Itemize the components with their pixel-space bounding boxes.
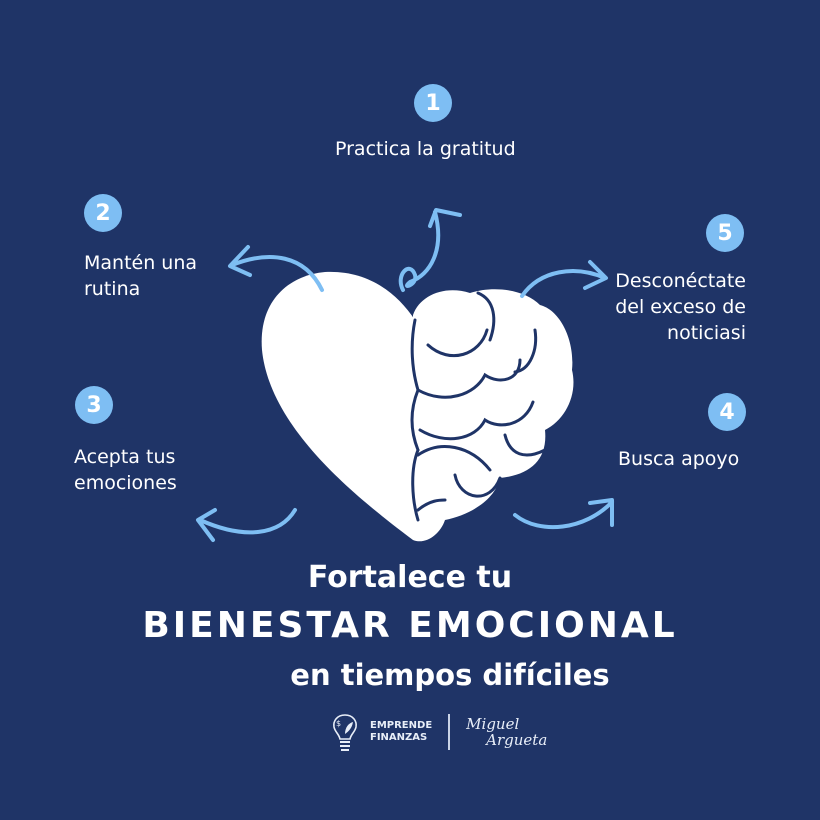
lightbulb-logo-icon: $ <box>333 714 357 751</box>
brain-icon <box>410 289 574 542</box>
tip-number: 5 <box>717 220 733 246</box>
signature-line: Argueta <box>486 731 548 749</box>
tip-5-number-badge: 5 <box>706 214 744 252</box>
footer-logos: $ EMPRENDE FINANZAS Miguel Argueta <box>330 712 547 752</box>
tip-2-number-badge: 2 <box>84 194 122 232</box>
arrow-right-top-icon <box>520 260 608 298</box>
tip-text-line: Mantén una <box>84 252 198 274</box>
tip-text-line: Desconéctate <box>615 270 746 292</box>
tip-number: 4 <box>719 399 735 425</box>
arrow-up-icon <box>398 208 462 292</box>
tip-2-label: Mantén una rutina <box>84 250 197 302</box>
tip-4-label: Busca apoyo <box>618 446 739 472</box>
brand-name: EMPRENDE FINANZAS <box>370 720 432 744</box>
tip-text-line: noticiasi <box>667 322 746 344</box>
arrow-left-top-icon <box>228 245 324 292</box>
arrow-right-bottom-icon <box>513 498 614 529</box>
tip-3-number-badge: 3 <box>75 386 113 424</box>
signature: Miguel Argueta <box>466 716 547 748</box>
tip-text-line: del exceso de <box>615 296 746 318</box>
brand-line: EMPRENDE <box>370 720 433 731</box>
title-line-3: en tiempos difíciles <box>290 658 610 692</box>
arrows <box>196 208 614 542</box>
divider <box>448 714 451 750</box>
tip-3-label: Acepta tus emociones <box>74 444 177 496</box>
tip-text: Busca apoyo <box>618 448 740 470</box>
tip-number: 2 <box>95 200 111 226</box>
tip-number: 1 <box>425 90 441 116</box>
signature-line: Miguel <box>466 715 520 733</box>
tip-number: 3 <box>86 392 102 418</box>
tip-1-label: Practica la gratitud <box>335 136 516 162</box>
arrow-left-bottom-icon <box>196 508 297 542</box>
brand-line: FINANZAS <box>370 732 428 743</box>
tip-text-line: rutina <box>84 278 141 300</box>
tip-4-number-badge: 4 <box>708 393 746 431</box>
tip-text-line: emociones <box>74 472 177 494</box>
svg-text:$: $ <box>336 719 341 728</box>
tip-5-label: Desconéctate del exceso de noticiasi <box>615 268 746 346</box>
tip-text: Practica la gratitud <box>335 138 516 160</box>
title-line-2: BIENESTAR EMOCIONAL <box>142 605 678 646</box>
tip-text-line: Acepta tus <box>74 446 176 468</box>
title-line-1: Fortalece tu <box>307 560 513 595</box>
tip-1-number-badge: 1 <box>414 84 452 122</box>
heart-icon <box>261 271 415 540</box>
